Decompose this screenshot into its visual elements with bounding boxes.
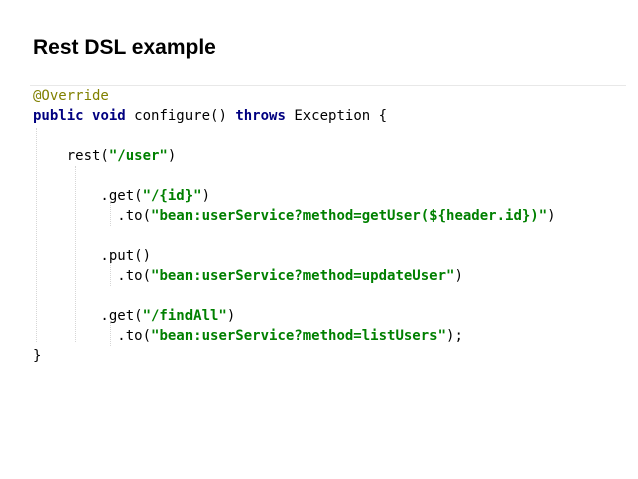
keyword-token: public [33, 108, 84, 124]
indent-guide [110, 322, 111, 346]
code-token: ) [547, 208, 556, 224]
annotation-token: @Override [33, 88, 109, 104]
code-token: Exception { [285, 108, 388, 124]
indent-guide [75, 166, 76, 342]
code-line: .to("bean:userService?method=updateUser"… [33, 266, 463, 286]
code-line: .to("bean:userService?method=listUsers")… [33, 326, 463, 346]
string-literal: "bean:userService?method=updateUser" [151, 268, 455, 284]
code-token: rest( [33, 148, 109, 164]
code-token: .to( [33, 268, 152, 284]
code-line: .get("/findAll") [33, 306, 235, 326]
slide-title: Rest DSL example [33, 36, 216, 59]
code-line: rest("/user") [33, 146, 177, 166]
indent-guide [36, 128, 37, 342]
code-token [84, 108, 92, 124]
code-line: .get("/{id}") [33, 186, 210, 206]
indent-guide [110, 262, 111, 286]
code-token: ) [167, 148, 177, 164]
code-line: @Override [33, 86, 109, 106]
string-literal: "/user" [108, 148, 168, 164]
code-token: ) [226, 308, 236, 324]
keyword-token: void [92, 108, 126, 124]
code-token: .to( [33, 328, 152, 344]
code-token: .put() [33, 248, 152, 264]
code-token: configure() [125, 108, 236, 124]
code-token: ); [446, 328, 463, 344]
code-line: } [33, 346, 41, 366]
string-literal: "bean:userService?method=listUsers" [151, 328, 447, 344]
string-literal: "/findAll" [142, 308, 227, 324]
code-token: ) [201, 188, 211, 204]
string-literal: "bean:userService?method=getUser(${heade… [151, 208, 548, 224]
string-literal: "/{id}" [142, 188, 202, 204]
code-line: public void configure() throws Exception… [33, 106, 387, 126]
code-line: .to("bean:userService?method=getUser(${h… [33, 206, 556, 226]
code-token: ) [454, 268, 463, 284]
keyword-token: throws [235, 108, 286, 124]
indent-guide [110, 202, 111, 226]
code-line: .put() [33, 246, 151, 266]
code-token: .get( [33, 308, 143, 324]
code-token: } [33, 348, 42, 364]
code-token: .get( [33, 188, 143, 204]
code-snippet: @Override public void configure() throws … [30, 85, 626, 364]
code-token: .to( [33, 208, 152, 224]
